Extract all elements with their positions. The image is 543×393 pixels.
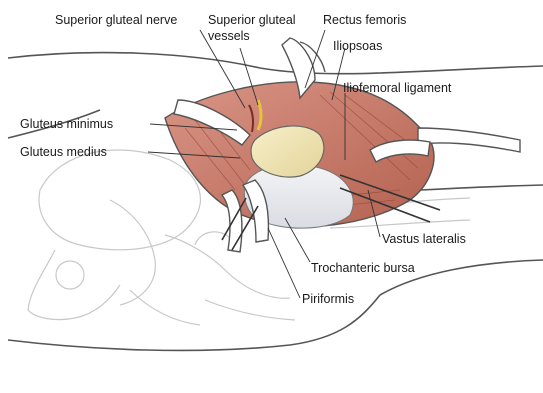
label-rectus-femoris: Rectus femoris	[323, 13, 406, 27]
label-iliopsoas: Iliopsoas	[333, 39, 382, 53]
label-iliofemoral-ligament: Iliofemoral ligament	[343, 81, 452, 95]
label-piriformis: Piriformis	[302, 292, 354, 306]
label-gluteus-minimus: Gluteus minimus	[20, 117, 113, 131]
label-vastus-lateralis: Vastus lateralis	[382, 232, 466, 246]
label-gluteus-medius: Gluteus medius	[20, 145, 107, 159]
label-superior-gluteal-vessels-line1: Superior gluteal	[208, 13, 296, 27]
label-superior-gluteal-vessels-line2: vessels	[208, 29, 250, 43]
label-superior-gluteal-nerve: Superior gluteal nerve	[55, 13, 177, 27]
label-trochanteric-bursa: Trochanteric bursa	[311, 261, 415, 275]
